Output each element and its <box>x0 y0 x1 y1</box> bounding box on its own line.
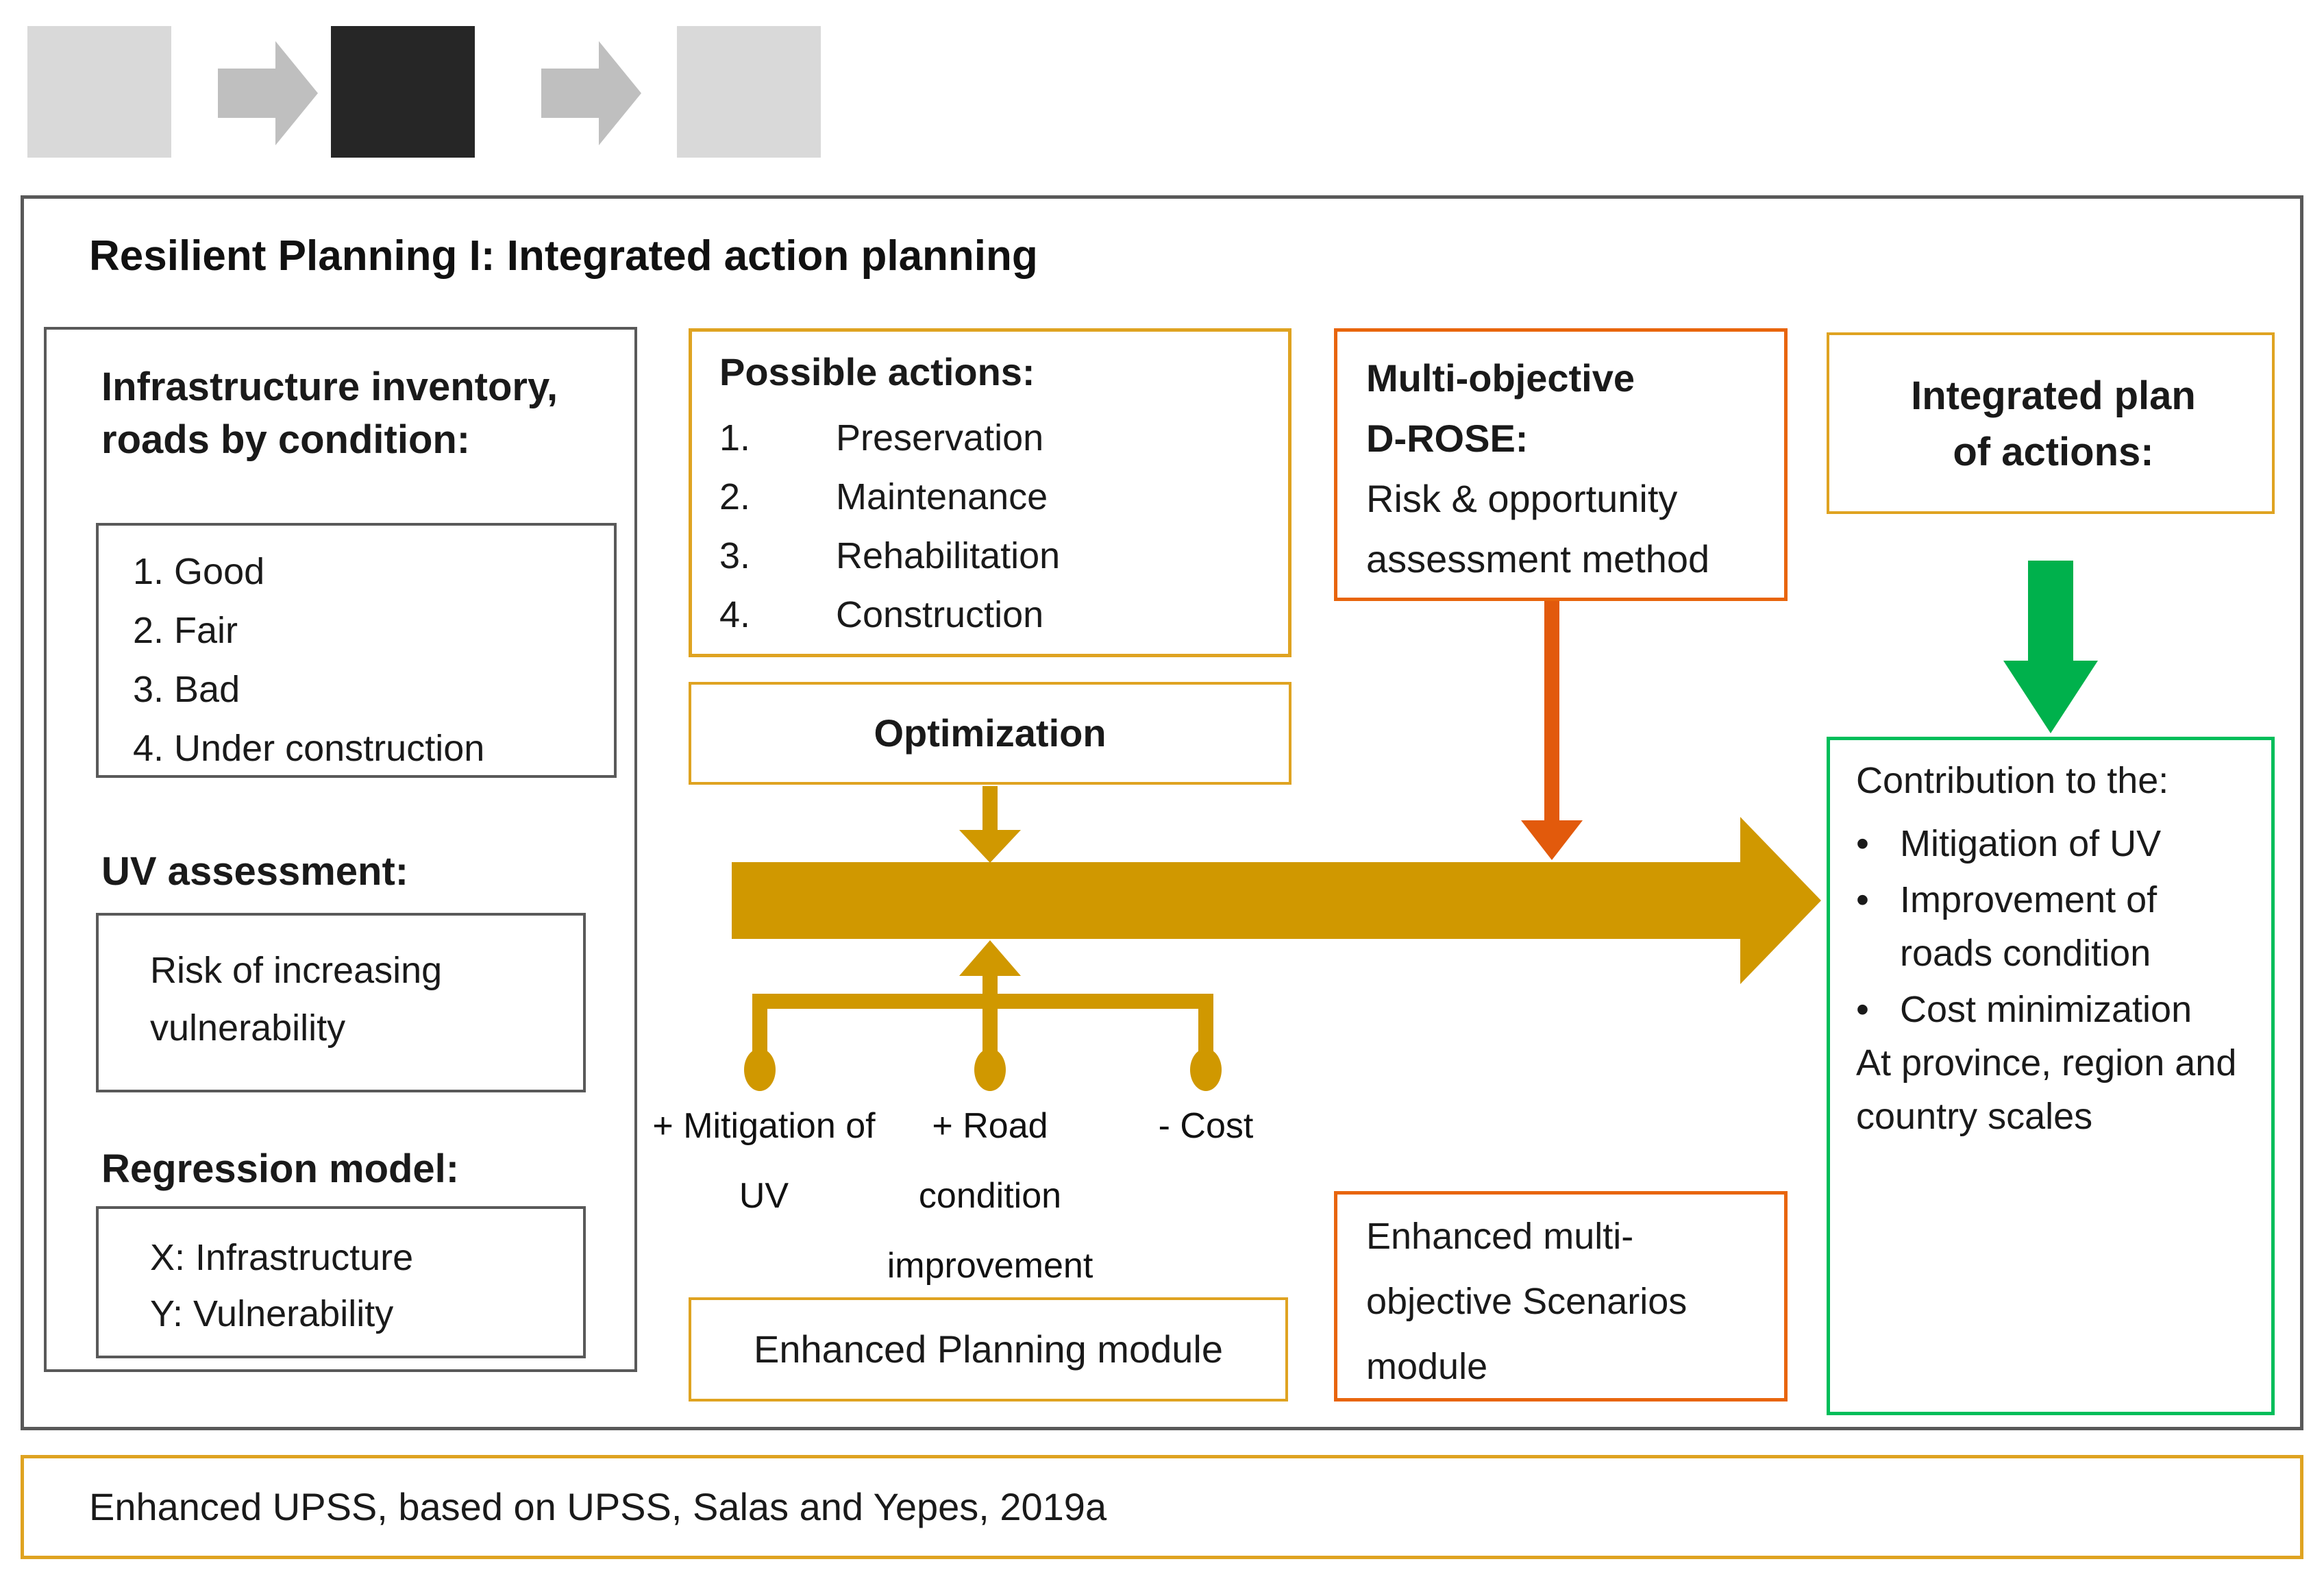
objective-road-label: + Road condition improvement <box>887 1106 1093 1286</box>
list-item: • Cost minimization <box>1856 983 2250 1036</box>
regression-heading: Regression model: <box>101 1147 460 1191</box>
drose-down-arrow-head <box>1521 820 1583 860</box>
progress-step-1 <box>27 26 171 158</box>
right-arrow-icon <box>541 41 641 145</box>
drose-title-line1: Multi-objective <box>1366 356 1635 400</box>
green-down-arrow <box>2028 561 2073 661</box>
progress-step-3 <box>677 26 821 158</box>
possible-actions-list: 1. Preservation 2. Maintenance 3. Rehabi… <box>719 408 1060 644</box>
main-flow-arrow-head <box>1740 817 1821 984</box>
conditions-list: 1. Good 2. Fair 3. Bad 4. Under construc… <box>133 542 484 778</box>
page-title: Resilient Planning I: Integrated action … <box>89 232 1038 280</box>
drose-description: Risk & opportunity assessment method <box>1366 477 1710 580</box>
list-item: 3. Rehabilitation <box>719 535 1061 576</box>
optimization-box: Optimization <box>689 682 1291 785</box>
main-flow-arrow <box>732 862 1740 939</box>
uv-assessment-text: Risk of increasing vulnerability <box>150 950 443 1049</box>
inventory-panel <box>44 327 637 1372</box>
drose-box: Multi-objective D-ROSE: Risk & opportuni… <box>1334 328 1788 601</box>
bullet-icon: • <box>1856 989 1869 1030</box>
connector-dot <box>974 1049 1006 1091</box>
list-item: • Mitigation of UV <box>1856 817 2250 870</box>
scenarios-module-box: Enhanced multi-objective Scenarios modul… <box>1334 1191 1788 1401</box>
drose-down-arrow <box>1544 601 1559 820</box>
drose-text: Multi-objective D-ROSE: Risk & opportuni… <box>1366 348 1758 589</box>
uv-assessment-heading: UV assessment: <box>101 849 409 894</box>
objective-stem-right <box>1198 1009 1213 1054</box>
possible-actions-box: Possible actions: 1. Preservation 2. Mai… <box>689 328 1291 657</box>
objective-mitigation-label: + Mitigation of UV <box>652 1106 876 1216</box>
footer-frame <box>21 1455 2303 1559</box>
objectives-up-arrow-head <box>959 940 1021 976</box>
footer-caption: Enhanced UPSS, based on UPSS, Salas and … <box>89 1485 1107 1528</box>
integrated-plan-label: Integrated plan of actions: <box>1911 374 2196 474</box>
regression-y: Y: Vulnerability <box>150 1293 394 1334</box>
connector-dot <box>744 1049 776 1091</box>
regression-box: X: Infrastructure Y: Vulnerability <box>96 1206 586 1358</box>
list-item: 1. Good <box>133 551 265 592</box>
main-diagram-frame <box>21 195 2303 1430</box>
bullet-icon: • <box>1856 879 1869 920</box>
uv-assessment-box: Risk of increasing vulnerability <box>96 913 586 1092</box>
objective-cost-label: - Cost <box>1158 1106 1254 1146</box>
list-item: 4. Construction <box>719 594 1044 635</box>
right-arrow-icon <box>218 41 318 145</box>
optimization-down-arrow <box>982 786 998 830</box>
objectives-connector-line <box>752 994 1213 1009</box>
contribution-heading: Contribution to the: <box>1856 760 2169 801</box>
contribution-box: Contribution to the: • Mitigation of UV … <box>1827 737 2275 1415</box>
scenarios-module-label: Enhanced multi-objective Scenarios modul… <box>1366 1216 1688 1387</box>
list-item: 3. Bad <box>133 669 240 710</box>
bullet-icon: • <box>1856 823 1869 864</box>
list-item: 1. Preservation <box>719 417 1044 458</box>
optimization-label: Optimization <box>874 711 1107 755</box>
list-item: • Improvement of roads condition <box>1856 873 2250 980</box>
drose-title-line2: D-ROSE: <box>1366 417 1529 460</box>
planning-module-box: Enhanced Planning module <box>689 1297 1288 1401</box>
objective-stem-left <box>752 1009 767 1054</box>
integrated-plan-box: Integrated plan of actions: <box>1827 332 2275 514</box>
inventory-heading: Infrastructure inventory, roads by condi… <box>101 365 558 462</box>
green-down-arrow-head <box>2003 661 2098 733</box>
regression-x: X: Infrastructure <box>150 1237 414 1278</box>
conditions-box: 1. Good 2. Fair 3. Bad 4. Under construc… <box>96 523 617 778</box>
possible-actions-heading: Possible actions: <box>719 350 1035 393</box>
list-item: 2. Fair <box>133 610 238 651</box>
progress-step-2-current <box>331 26 475 158</box>
contribution-scales-note: At province, region and country scales <box>1856 1042 2237 1137</box>
planning-module-label: Enhanced Planning module <box>754 1327 1223 1371</box>
objectives-up-arrow <box>982 976 998 1053</box>
contribution-bullets: • Mitigation of UV • Improvement of road… <box>1856 817 2250 1039</box>
connector-dot <box>1190 1049 1222 1091</box>
optimization-down-arrow-head <box>959 830 1021 863</box>
list-item: 2. Maintenance <box>719 476 1048 517</box>
regression-text: X: Infrastructure Y: Vulnerability <box>150 1229 413 1342</box>
list-item: 4. Under construction <box>133 728 485 769</box>
